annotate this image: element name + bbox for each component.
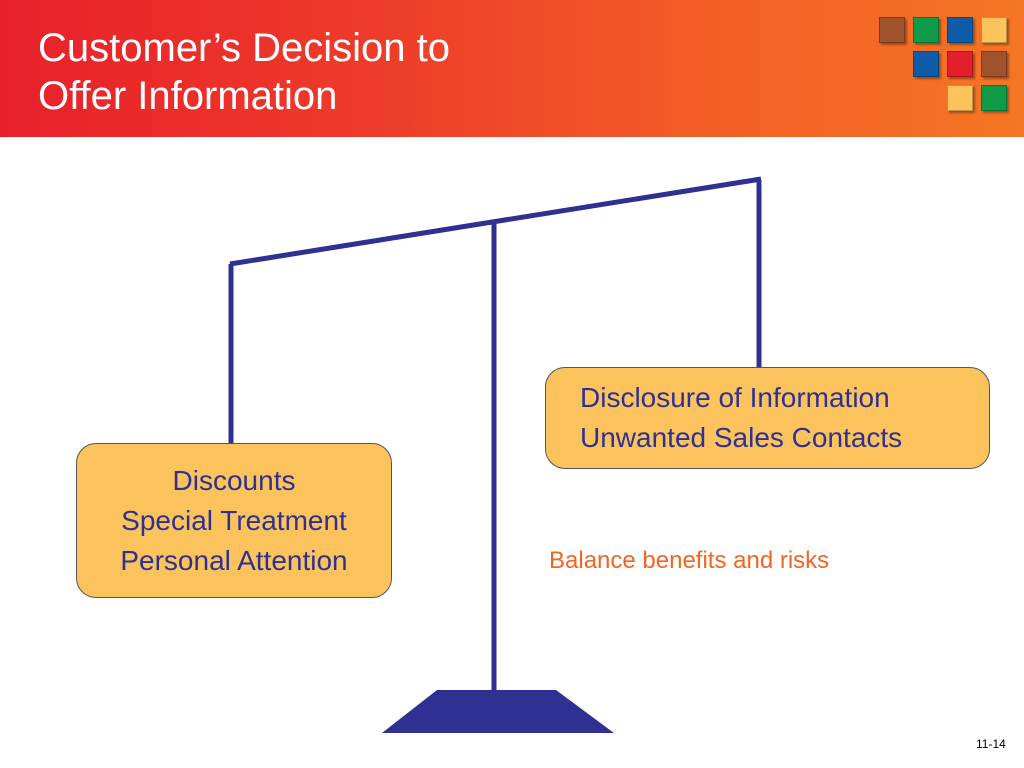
logo-tile [981, 85, 1007, 111]
risk-sales-contacts: Unwanted Sales Contacts [580, 422, 903, 453]
benefit-personal-attention: Personal Attention [120, 544, 348, 576]
balance-caption: Balance benefits and risks [549, 547, 830, 574]
title-banner: Customer’s Decision to Offer Information [0, 0, 1024, 137]
logo-tile [947, 17, 973, 43]
logo-tile [947, 51, 973, 77]
risks-box: Disclosure of Information Unwanted Sales… [545, 367, 990, 469]
logo-tile [947, 85, 973, 111]
logo-tile [981, 17, 1007, 43]
logo-tile [913, 17, 939, 43]
slide-title: Customer’s Decision to Offer Information [38, 24, 450, 120]
slide-title-line-1: Customer’s Decision to [38, 26, 451, 70]
risk-disclosure: Disclosure of Information [580, 382, 890, 413]
benefit-discounts: Discounts [172, 464, 296, 496]
benefit-special-treatment: Special Treatment [121, 504, 347, 536]
logo-tile [913, 51, 939, 77]
slide-title-line-2: Offer Information [38, 74, 338, 118]
scale-base [382, 690, 614, 733]
page-number: 11-14 [976, 737, 1006, 751]
benefits-box: Discounts Special Treatment Personal Att… [76, 443, 392, 598]
logo-tile [879, 17, 905, 43]
logo-tile [981, 51, 1007, 77]
scale-beam [229, 176, 762, 267]
